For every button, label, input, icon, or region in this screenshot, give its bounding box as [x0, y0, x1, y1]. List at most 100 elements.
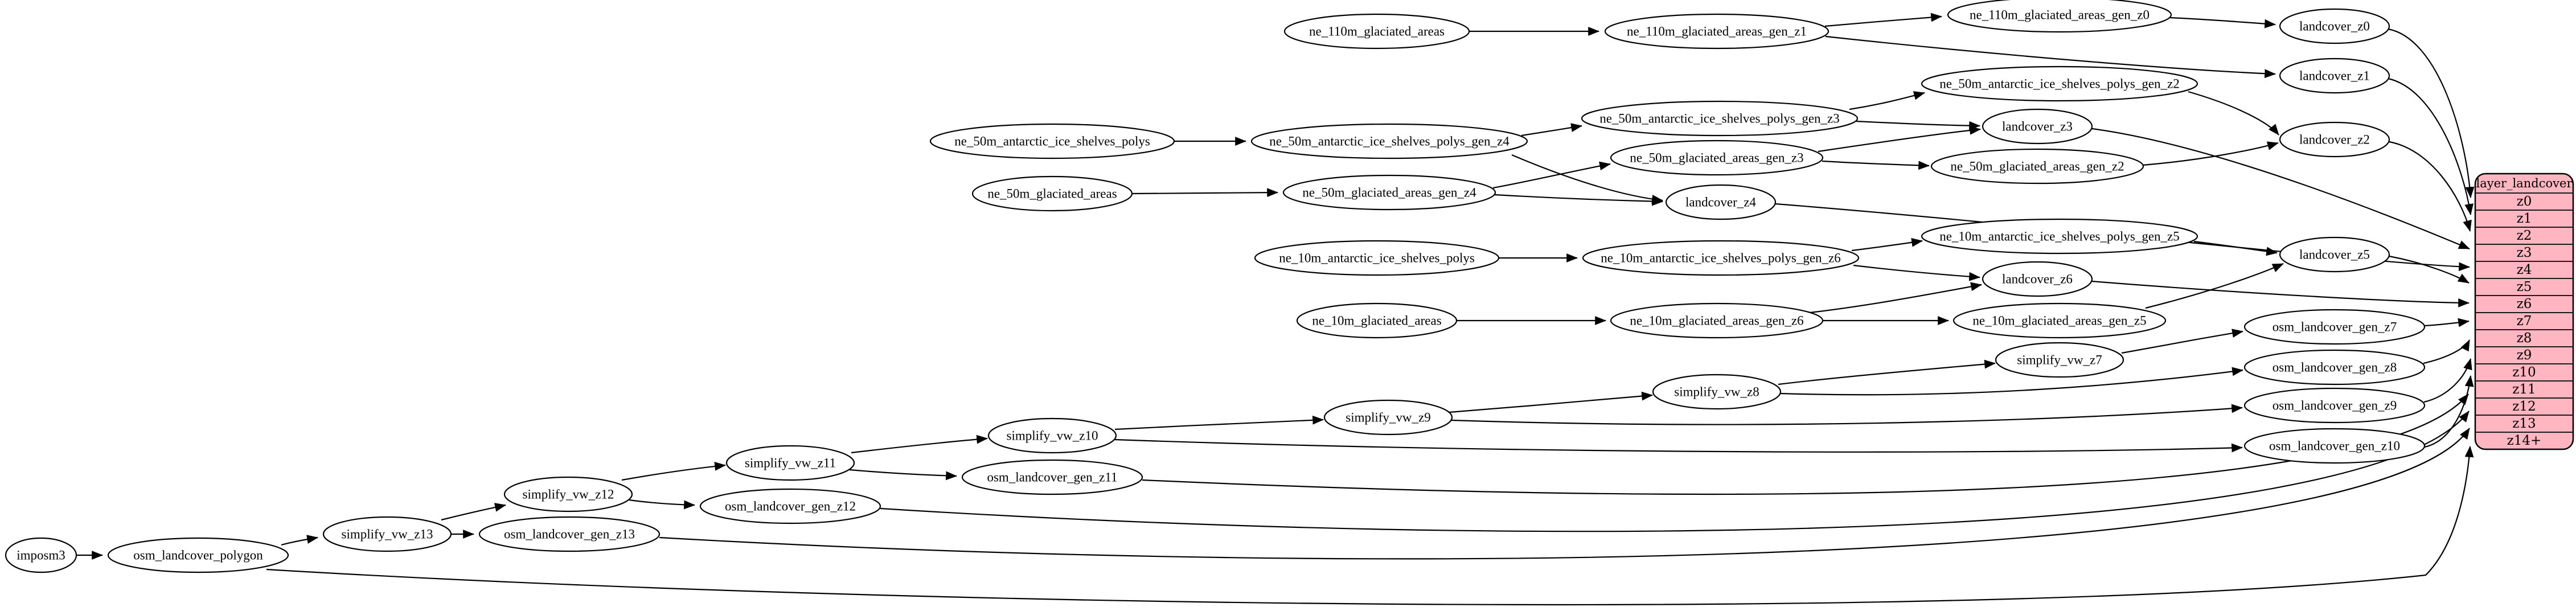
node-ne_50m_glaciated_areas: ne_50m_glaciated_areas: [971, 175, 1133, 212]
edge-gen_z1-gen_z0: [1824, 13, 1942, 27]
node-osm_landcover_gen_z7: osm_landcover_gen_z7: [2243, 309, 2426, 345]
edge-osm_landcover_gen_z9-z9: [2423, 358, 2472, 403]
node-ne_50m_glaciated_areas_gen_z4: ne_50m_glaciated_areas_gen_z4: [1282, 174, 1496, 211]
edge-glac_gen_z3-glac_gen_z2: [1822, 160, 1930, 170]
node-osm_landcover_gen_z9: osm_landcover_gen_z9: [2243, 387, 2426, 424]
node-ne_50m_antarctic_ice_shelves_polys_gen_z2: ne_50m_antarctic_ice_shelves_polys_gen_z…: [1921, 65, 2198, 102]
table-row-z6: z6: [2517, 297, 2532, 311]
table-row-z0: z0: [2517, 194, 2532, 209]
edge-landcover_z6-z6: [2091, 280, 2470, 307]
node-label: ne_10m_glaciated_areas_gen_z5: [1972, 314, 2146, 328]
table-row-z13: z13: [2512, 416, 2536, 431]
node-osm_landcover_gen_z10: osm_landcover_gen_z10: [2243, 428, 2426, 464]
node-label: ne_50m_glaciated_areas_gen_z3: [1630, 151, 1803, 165]
nodes: imposm3 osm_landcover_polygon simplify_v…: [5, 0, 2426, 573]
node-label: osm_landcover_polygon: [133, 548, 263, 563]
node-label: ne_10m_antarctic_ice_shelves_polys: [1279, 251, 1475, 265]
node-ne_110m_glaciated_areas_gen_z0: ne_110m_glaciated_areas_gen_z0: [1947, 0, 2172, 33]
edge-ant_gen_z2-landcover_z2: [2188, 91, 2279, 136]
node-label: osm_landcover_gen_z7: [2273, 320, 2397, 334]
edge-ant_gen_z4-landcover_z4: [1511, 154, 1663, 204]
node-ne_10m_antarctic_ice_shelves_polys: ne_10m_antarctic_ice_shelves_polys: [1254, 240, 1500, 276]
edge-simplify_vw_z12-simplify_vw_z11: [621, 462, 726, 481]
edge-ant_gen_z3-landcover_z3: [1856, 120, 1980, 130]
node-osm_landcover_gen_z11: osm_landcover_gen_z11: [961, 459, 1143, 495]
node-ne_10m_antarctic_ice_shelves_polys_gen_z5: ne_10m_antarctic_ice_shelves_polys_gen_z…: [1921, 218, 2198, 255]
edge-simplify_vw_z8-simplify_vw_z7: [1778, 359, 1996, 386]
edge-osm_landcover_gen_z10-z10: [2424, 375, 2474, 448]
edge-glac_gen_z5-landcover_z5: [2145, 263, 2284, 309]
table-row-z1: z1: [2517, 211, 2532, 226]
node-label: landcover_z2: [2299, 133, 2370, 147]
edge-simplify_vw_z9-simplify_vw_z8: [1449, 391, 1653, 413]
node-landcover_z0: landcover_z0: [2279, 8, 2390, 44]
edge-landcover_z5-z5: [2389, 255, 2470, 284]
node-landcover_z6: landcover_z6: [1982, 261, 2093, 297]
node-simplify_vw_z10: simplify_vw_z10: [987, 417, 1117, 454]
node-label: ne_50m_antarctic_ice_shelves_polys_gen_z…: [1599, 112, 1840, 126]
edge-osm_landcover_polygon-simplify_vw_z13: [281, 535, 318, 546]
table-row-z11: z11: [2512, 382, 2536, 397]
node-label: osm_landcover_gen_z13: [504, 527, 635, 542]
edge-landcover_z2-z2: [2389, 141, 2472, 232]
edge-glac_gen_z3-landcover_z3: [1818, 125, 1981, 153]
node-simplify_vw_z13: simplify_vw_z13: [322, 516, 452, 552]
edge-gen_z1-landcover_z1: [1825, 35, 2276, 79]
table-row-z14plus: z14+: [2507, 433, 2542, 448]
node-label: osm_landcover_gen_z12: [725, 499, 856, 514]
table-row-z2: z2: [2517, 228, 2532, 243]
node-label: simplify_vw_z12: [523, 487, 614, 502]
node-ne_110m_glaciated_areas_gen_z1: ne_110m_glaciated_areas_gen_z1: [1604, 13, 1830, 50]
node-label: simplify_vw_z10: [1007, 429, 1098, 443]
edge-osm_landcover_gen_z12-z12: [880, 411, 2470, 532]
node-landcover_z5: landcover_z5: [2279, 236, 2390, 273]
edge-ant_gen_z6-landcover_z6: [1853, 264, 1980, 281]
edge-osm_landcover_polygon-z14: [266, 446, 2474, 606]
table-row-z5: z5: [2517, 280, 2532, 294]
node-landcover_z3: landcover_z3: [1982, 108, 2093, 145]
node-osm_landcover_gen_z12: osm_landcover_gen_z12: [699, 488, 881, 524]
table-row-z7: z7: [2517, 314, 2532, 329]
edge-osm_landcover_gen_z8-z8: [2423, 339, 2470, 364]
edge-simplify_vw_z8-osm_landcover_gen_z8: [1779, 367, 2243, 396]
node-landcover_z1: landcover_z1: [2279, 58, 2390, 94]
node-label: simplify_vw_z13: [342, 527, 433, 542]
edge-glac_gen_z4-glac_gen_z3: [1492, 161, 1611, 189]
node-simplify_vw_z12: simplify_vw_z12: [503, 476, 633, 512]
node-label: landcover_z6: [2002, 272, 2073, 286]
edge-simplify_vw_z10-osm_landcover_gen_z10: [1114, 438, 2243, 453]
node-label: landcover_z0: [2299, 19, 2370, 34]
node-label: landcover_z5: [2299, 248, 2370, 262]
edge-simplify_vw_z7-osm_landcover_gen_z7: [2121, 329, 2243, 354]
node-label: ne_50m_glaciated_areas_gen_z4: [1302, 186, 1476, 200]
table-row-z8: z8: [2517, 331, 2532, 346]
node-simplify_vw_z7: simplify_vw_z7: [1995, 342, 2124, 378]
node-ne_50m_glaciated_areas_gen_z3: ne_50m_glaciated_areas_gen_z3: [1610, 140, 1824, 176]
node-label: osm_landcover_gen_z10: [2269, 439, 2400, 453]
node-label: osm_landcover_gen_z8: [2273, 360, 2397, 375]
edge-landcover_z1-z1: [2388, 77, 2474, 215]
node-imposm3: imposm3: [5, 537, 77, 573]
edge-simplify_vw_z12-osm_landcover_gen_z12: [629, 499, 695, 510]
node-simplify_vw_z9: simplify_vw_z9: [1323, 399, 1453, 436]
node-label: landcover_z4: [1685, 195, 1756, 210]
edge-ant_gen_z6-ant_gen_z5: [1851, 237, 1923, 252]
edges: [76, 13, 2475, 606]
edge-simplify_vw_z10-simplify_vw_z9: [1114, 415, 1324, 430]
node-osm_landcover_gen_z13: osm_landcover_gen_z13: [478, 516, 661, 552]
node-ne_50m_antarctic_ice_shelves_polys_gen_z4: ne_50m_antarctic_ice_shelves_polys_gen_z…: [1250, 123, 1528, 159]
node-landcover_z2: landcover_z2: [2279, 121, 2390, 158]
node-label: osm_landcover_gen_z9: [2273, 399, 2397, 413]
node-label: ne_10m_antarctic_ice_shelves_polys_gen_z…: [1939, 229, 2180, 244]
node-simplify_vw_z8: simplify_vw_z8: [1652, 374, 1782, 410]
node-label: ne_110m_glaciated_areas: [1309, 24, 1445, 39]
node-label: ne_50m_glaciated_areas: [987, 187, 1117, 201]
edge-osm_landcover_gen_z7-z7: [2424, 318, 2470, 327]
edge-landcover_z3-z3: [2091, 128, 2470, 250]
node-label: imposm3: [17, 548, 65, 563]
edge-simplify_vw_z9-osm_landcover_gen_z9: [1450, 404, 2243, 425]
edge-ant_gen_z3-ant_gen_z2: [1849, 91, 1925, 110]
node-ne_10m_glaciated_areas_gen_z6: ne_10m_glaciated_areas_gen_z6: [1610, 302, 1824, 339]
edge-ant_gen_z4-ant_gen_z3: [1521, 123, 1582, 137]
